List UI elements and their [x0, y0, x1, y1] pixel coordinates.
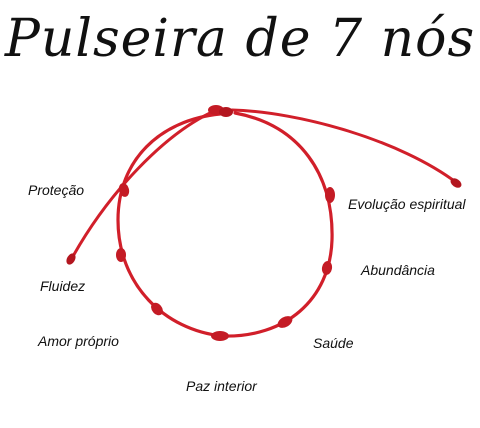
bracelet-cord: [116, 111, 334, 338]
knot-abundancia: [321, 261, 333, 275]
label-abundancia: Abundância: [361, 262, 435, 278]
bracelet-tail-right: [230, 108, 459, 185]
knot-amor-proprio: [151, 302, 163, 316]
label-amor-proprio: Amor próprio: [38, 333, 119, 349]
bracelet-tail-left: [70, 111, 212, 260]
tail-end-left: [66, 253, 76, 265]
knot-saude: [277, 316, 293, 328]
page-title: Pulseira de 7 nós: [4, 9, 476, 69]
label-protecao: Proteção: [28, 182, 85, 198]
knot-evolucao: [325, 187, 335, 203]
label-fluidez: Fluidez: [40, 278, 86, 294]
knot-fluidez: [116, 248, 126, 262]
knot-paz-interior: [211, 331, 229, 341]
label-saude: Saúde: [313, 335, 354, 351]
knot-protecao: [118, 183, 130, 197]
label-evolucao-espiritual: Evolução espiritual: [348, 196, 466, 212]
tail-end-right: [450, 178, 462, 188]
sliding-knot: [208, 105, 233, 117]
label-paz-interior: Paz interior: [186, 378, 257, 394]
